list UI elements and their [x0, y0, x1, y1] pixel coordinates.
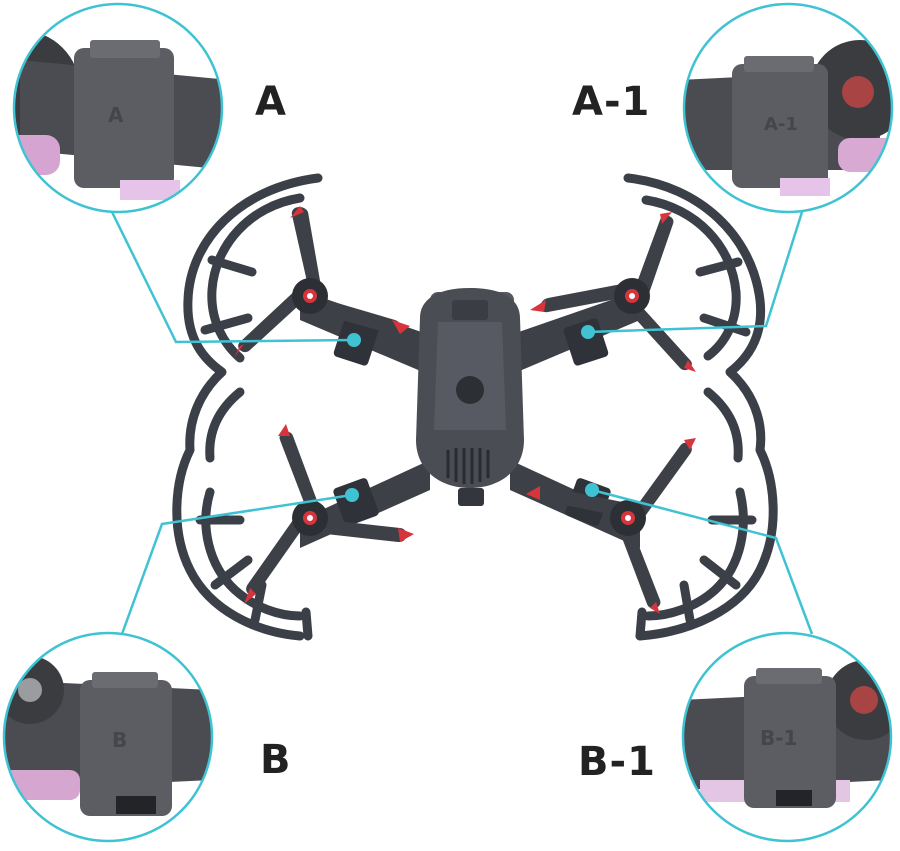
- propeller-guard-right: [623, 173, 778, 641]
- zoom-mark-a: A: [108, 103, 124, 127]
- callout-dots: [345, 325, 599, 502]
- zoom-circle-b1: B-1: [681, 631, 893, 843]
- propeller-front-right: [530, 212, 696, 372]
- propeller-guard-left: [172, 173, 323, 641]
- label-b: B: [260, 737, 292, 783]
- propeller-rear-right: [526, 438, 696, 614]
- drone-body: [416, 288, 524, 506]
- label-b1: B-1: [578, 739, 656, 785]
- zoom-mark-b1: B-1: [760, 726, 797, 750]
- zoom-circle-b: B: [2, 631, 214, 843]
- zoom-circle-a: A: [12, 2, 224, 214]
- zoom-mark-a1: A-1: [764, 114, 798, 135]
- zoom-circle-a1: A-1: [682, 2, 894, 214]
- callout-lines: [110, 211, 814, 635]
- zoom-mark-b: B: [112, 728, 127, 752]
- propeller-front-left: [234, 206, 410, 358]
- propeller-rear-left: [244, 424, 414, 604]
- label-a: A: [255, 79, 287, 125]
- label-a1: A-1: [572, 79, 651, 125]
